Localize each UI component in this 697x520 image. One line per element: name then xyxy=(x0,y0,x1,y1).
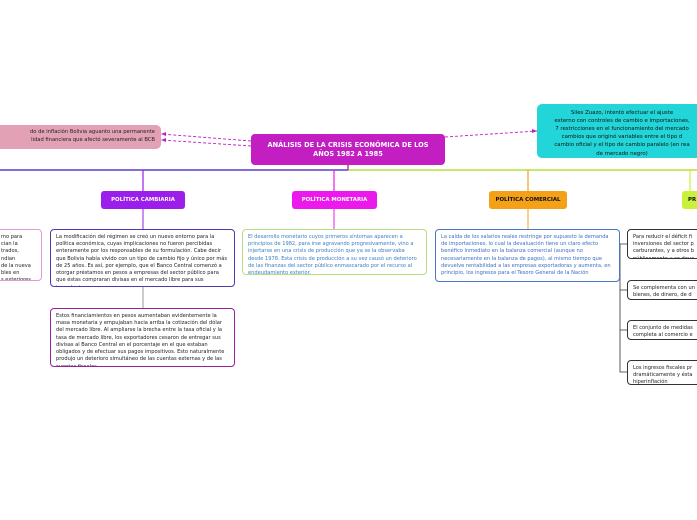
dashed-link-left-1 xyxy=(160,133,252,142)
fiscal-box-4[interactable]: Los ingresos fiscales pr dramáticamente … xyxy=(627,360,697,385)
dashed-link-right xyxy=(444,130,538,138)
dashed-link-left-2 xyxy=(160,139,252,147)
fiscal-side-connector xyxy=(619,243,627,373)
policy-monetaria[interactable]: POLÍTICA MONETARIA xyxy=(292,191,377,209)
cambiaria-box-2[interactable]: Estos financiamientos en pesos aumentaba… xyxy=(50,308,235,367)
fiscal-box-2[interactable]: Se complementa con un bienes, de dinero,… xyxy=(627,280,697,300)
policy-fiscal[interactable]: PR xyxy=(682,191,697,209)
monetaria-box[interactable]: El desarrollo monetario cuyos primeros s… xyxy=(242,229,427,275)
comercial-box[interactable]: La caída de los salarios reales restring… xyxy=(435,229,620,282)
policy-comercial[interactable]: POLÍTICA COMERCIAL xyxy=(489,191,567,209)
policy-cambiaria[interactable]: POLÍTICA CAMBIARIA xyxy=(101,191,185,209)
left-partial-box[interactable]: mo para cian la trados, ndian de la nuev… xyxy=(0,229,42,281)
central-topic[interactable]: ANÁLISIS DE LA CRISIS ECONÓMICA DE LOS A… xyxy=(251,134,445,165)
inflation-note[interactable]: do de inflación Bolivia aguanto una perm… xyxy=(0,125,161,149)
siles-zuazo-note[interactable]: Siles Zuazo, intentó efectuar el ajuste … xyxy=(537,104,697,158)
fiscal-box-3[interactable]: El conjunto de medidas completa al comer… xyxy=(627,320,697,340)
arrowhead-left-1 xyxy=(161,132,166,136)
arrowhead-right xyxy=(532,129,537,133)
arrowhead-left-2 xyxy=(161,138,166,142)
fiscal-box-1[interactable]: Para reducir el déficit fi inversiones d… xyxy=(627,229,697,259)
cambiaria-box-1[interactable]: La modificación del régimen se creó un n… xyxy=(50,229,235,287)
